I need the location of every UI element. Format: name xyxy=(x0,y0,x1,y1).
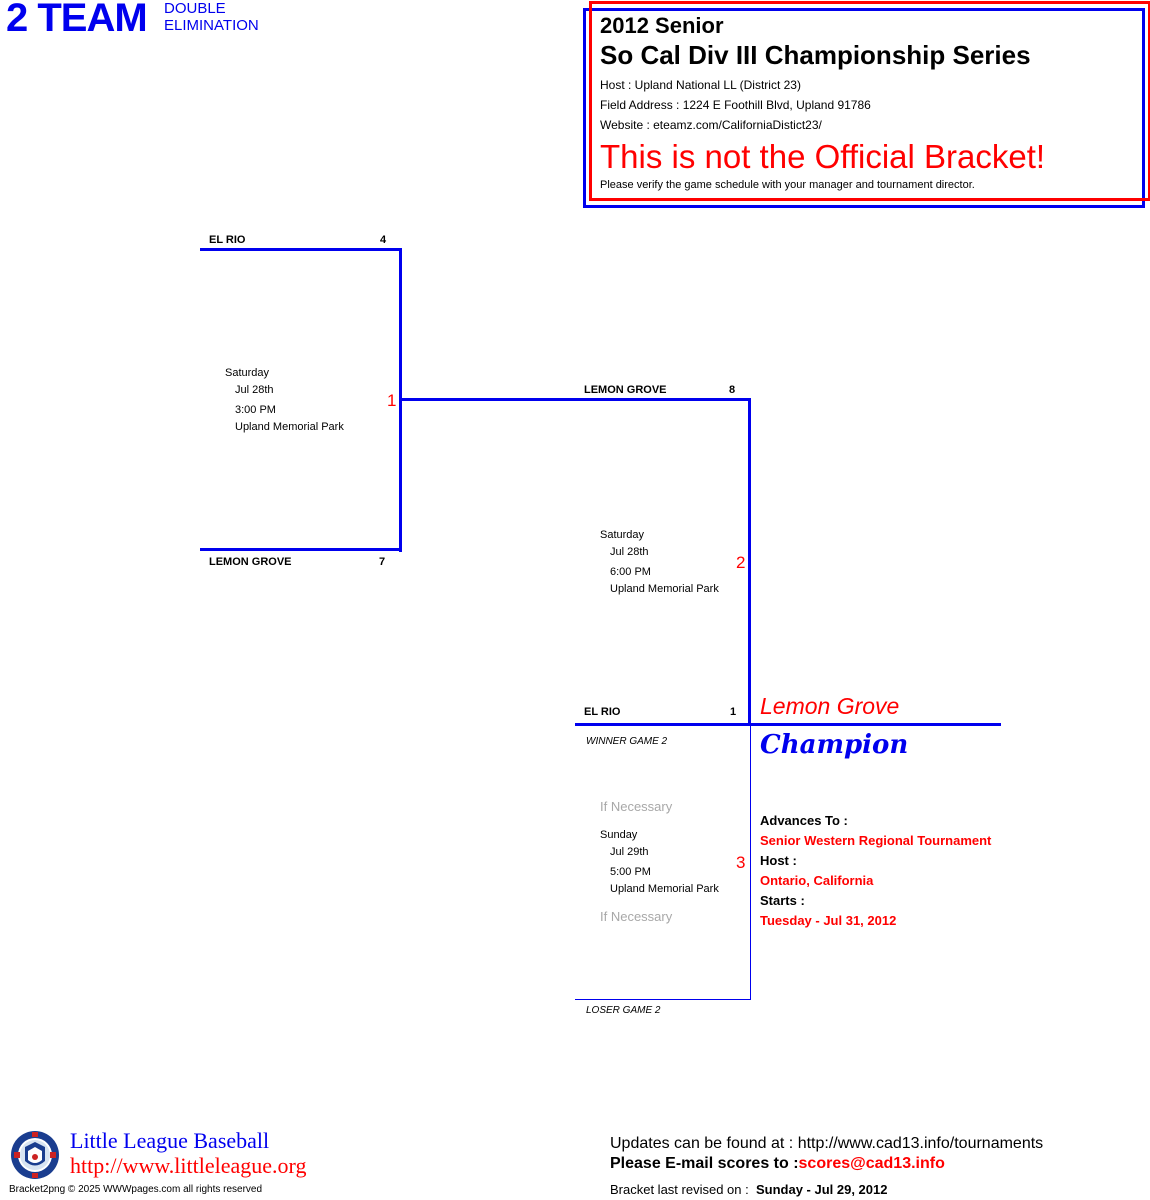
game3-top-slot: WINNER GAME 2 xyxy=(586,736,668,747)
game1-winner-line xyxy=(399,398,751,401)
info-website: Website : eteamz.com/CaliforniaDistict23… xyxy=(600,118,822,132)
starts-value: Tuesday - Jul 31, 2012 xyxy=(760,913,897,928)
game3-connector xyxy=(750,726,751,1000)
copyright: Bracket2png © 2025 WWWpages.com all righ… xyxy=(9,1184,263,1195)
info-title: So Cal Div III Championship Series xyxy=(600,40,1031,70)
unofficial-warning: This is not the Official Bracket! xyxy=(600,138,1046,175)
format-line-2: ELIMINATION xyxy=(164,17,259,34)
game1-number: 1 xyxy=(387,391,397,410)
game1-top-line xyxy=(200,248,402,251)
game3-bottom-slot: LOSER GAME 2 xyxy=(586,1005,661,1016)
game3-day: Sunday xyxy=(600,829,638,841)
email-line: Please E-mail scores to :scores@cad13.in… xyxy=(610,1155,945,1173)
team-count-title: 2 TEAM xyxy=(6,0,148,40)
info-year-division: 2012 Senior xyxy=(600,13,724,38)
info-box-inner-border xyxy=(589,1,1150,201)
champion-team: Lemon Grove xyxy=(760,693,900,719)
game1-top-team: EL RIO xyxy=(209,234,246,246)
org-name: Little League Baseball xyxy=(70,1128,270,1153)
format-line-1: DOUBLE xyxy=(164,0,226,17)
game2-day: Saturday xyxy=(600,529,645,541)
little-league-logo-icon xyxy=(10,1130,60,1180)
game1-top-score: 4 xyxy=(380,234,387,246)
game2-number: 2 xyxy=(736,553,746,572)
game3-if-necessary-top: If Necessary xyxy=(600,799,673,814)
info-host: Host : Upland National LL (District 23) xyxy=(600,78,801,92)
game1-bottom-line xyxy=(200,548,402,551)
verify-note: Please verify the game schedule with you… xyxy=(600,179,975,191)
email-link[interactable]: scores@cad13.info xyxy=(798,1155,945,1172)
champion-label: Champion xyxy=(760,730,909,760)
host-label: Host : xyxy=(760,853,797,868)
game1-time: 3:00 PM xyxy=(235,404,276,416)
game3-if-necessary-bottom: If Necessary xyxy=(600,909,673,924)
revised-label: Bracket last revised on : xyxy=(610,1182,749,1197)
advances-label: Advances To : xyxy=(760,813,848,828)
info-field-address: Field Address : 1224 E Foothill Blvd, Up… xyxy=(600,98,871,112)
email-label: Please E-mail scores to : xyxy=(610,1155,799,1172)
revised-line: Bracket last revised on : Sunday - Jul 2… xyxy=(610,1182,887,1197)
game3-time: 5:00 PM xyxy=(610,866,651,878)
game2-connector xyxy=(748,398,751,726)
game1-day: Saturday xyxy=(225,367,270,379)
host-value: Ontario, California xyxy=(760,873,874,888)
game2-bottom-score: 1 xyxy=(730,706,737,718)
info-box-outer-border xyxy=(583,8,1145,208)
game2-bottom-line xyxy=(575,723,1001,726)
game2-bottom-team: EL RIO xyxy=(584,706,621,718)
game3-date: Jul 29th xyxy=(610,846,649,858)
game2-location: Upland Memorial Park xyxy=(610,583,719,595)
revised-date: Sunday - Jul 29, 2012 xyxy=(755,1182,888,1197)
game3-number: 3 xyxy=(736,853,746,872)
advances-value: Senior Western Regional Tournament xyxy=(760,833,992,848)
game2-top-team: LEMON GROVE xyxy=(584,384,667,396)
org-url-link[interactable]: http://www.littleleague.org xyxy=(70,1153,307,1178)
game1-date: Jul 28th xyxy=(235,384,274,396)
game3-location: Upland Memorial Park xyxy=(610,883,719,895)
game1-bottom-score: 7 xyxy=(379,556,386,568)
game2-top-score: 8 xyxy=(729,384,736,396)
game2-date: Jul 28th xyxy=(610,546,649,558)
game1-location: Upland Memorial Park xyxy=(235,421,344,433)
updates-text: Updates can be found at : http://www.cad… xyxy=(610,1135,1044,1152)
starts-label: Starts : xyxy=(760,893,805,908)
game1-bottom-team: LEMON GROVE xyxy=(209,556,292,568)
game2-time: 6:00 PM xyxy=(610,566,651,578)
game3-bottom-line xyxy=(575,999,751,1000)
